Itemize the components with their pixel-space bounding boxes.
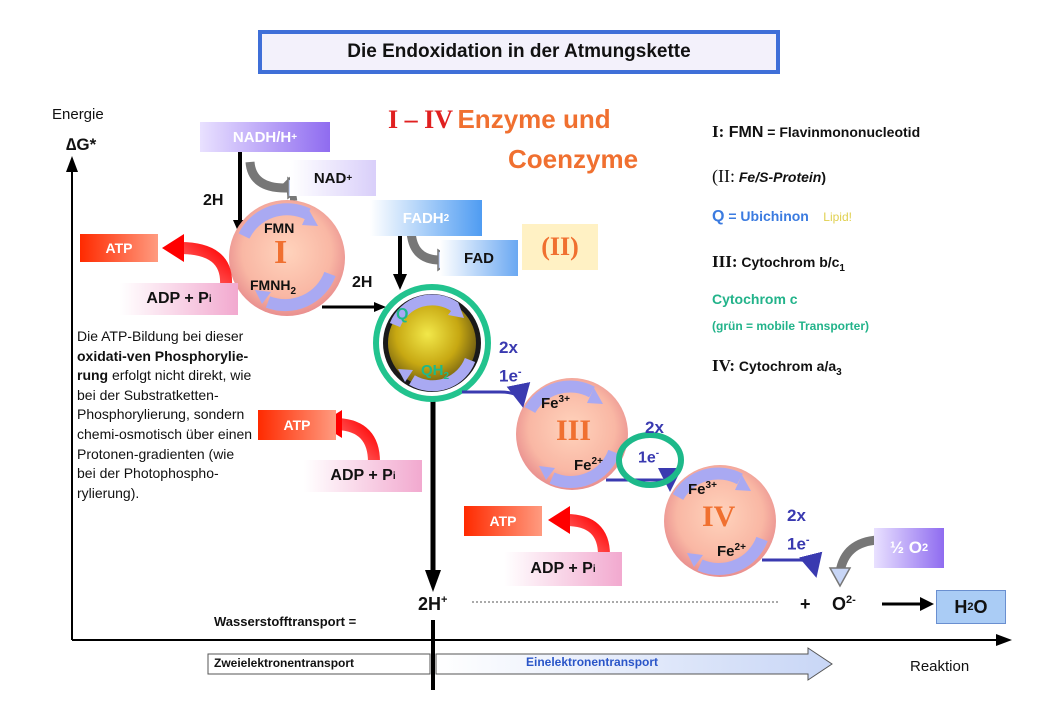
enzymes-heading: I – IV Enzyme und: [388, 104, 668, 135]
atp-explanation-note: Die ATP-Bildung bei dieser oxidati-ven P…: [77, 328, 253, 501]
nad-release-arrow: [245, 161, 298, 201]
heading-roman: I – IV: [388, 105, 454, 134]
atp-arc-3: [565, 514, 610, 556]
complex-iii-fe3: Fe3+: [541, 394, 570, 412]
atp-arc-1-head: [162, 234, 184, 262]
cytochrome-c-ring: [616, 432, 684, 488]
heading-line1: Enzyme und: [457, 104, 611, 134]
two-h-plus-label: 2H+: [418, 594, 448, 614]
fmn-label: FMN: [264, 220, 295, 236]
legend-q: Q = Ubichinon Lipid!: [712, 208, 852, 225]
e-transfer-1-electron: 1e-: [499, 366, 522, 386]
nadh-2h-label: 2H: [203, 192, 224, 209]
e-transfer-q-to-iii: [462, 381, 531, 408]
two-electron-transport-label: Zweielektronentransport: [214, 656, 355, 670]
complex-iv-fe3: Fe3+: [688, 480, 717, 498]
nad-box: NAD+: [290, 160, 376, 196]
fad-box: FAD: [440, 240, 518, 276]
atp-arc-2: [337, 418, 380, 463]
atp-box-1: ATP: [80, 234, 158, 262]
o2-input-arrowhead: [828, 567, 852, 588]
atp-box-2: ATP: [258, 410, 336, 440]
atp-arc-3-head: [548, 506, 570, 534]
one-electron-transport-label: Einelektronentransport: [526, 655, 659, 669]
y-axis-delta-g: ∆G*: [66, 135, 97, 154]
complex-iv: [664, 465, 776, 577]
fmnh2-label: FMNH2: [250, 277, 296, 297]
hydrogen-transport-label: Wasserstofftransport =: [214, 614, 357, 629]
e-transfer-2-count: 2x: [645, 418, 664, 437]
legend-cytochrome-c: Cytochrom c: [712, 291, 798, 307]
e-transfer-3-count: 2x: [787, 506, 806, 525]
complex-i-roman: I: [274, 234, 288, 271]
atp-arc-1: [179, 242, 233, 286]
atp-box-3: ATP: [464, 506, 542, 536]
plus-sign: +: [800, 594, 811, 614]
fmnh2-to-q-arrowhead: [374, 302, 386, 312]
o2-input-arrow: [835, 535, 879, 573]
e-transfer-iv-to-o2: [762, 551, 823, 578]
complex-i: [229, 200, 345, 316]
complex-iv-roman: IV: [702, 500, 736, 533]
hydrogen-transport-arrowhead: [425, 570, 441, 592]
complex-iii-roman: III: [556, 414, 592, 447]
q-label: Q: [396, 306, 409, 323]
fadh-2h-arrowhead: [393, 274, 407, 290]
y-axis-arrowhead: [66, 156, 78, 172]
complex-iii: [516, 378, 628, 490]
diagram-title: Die Endoxidation in der Atmungskette: [258, 30, 780, 74]
legend-mobile-note: (grün = mobile Transporter): [712, 319, 870, 333]
ubiquinone-q: [373, 284, 491, 402]
legend-i: I: FMN = Flavinmononucleotid: [712, 122, 921, 141]
legend-ii: (II: Fe/S-Protein): [712, 166, 827, 186]
legend-iii: III: Cytochrom b/c1: [712, 252, 845, 274]
o2-minus-label: O2-: [832, 594, 856, 614]
e-transfer-2-electron: 1e-: [638, 448, 660, 467]
heading-line2: Coenzyme: [508, 144, 639, 174]
two-electron-transport-arrow: [207, 653, 431, 675]
x-axis-arrowhead: [996, 634, 1012, 646]
y-axis-label: Energie: [52, 106, 104, 123]
complex-ii-box: (II): [522, 224, 598, 270]
complex-iii-fe2: Fe2+: [574, 456, 603, 474]
nadh-box: NADH/H+: [200, 122, 330, 152]
qh2-label: QH2: [421, 362, 450, 382]
x-axis-label: Reaktion: [910, 658, 970, 675]
e-transfer-1-count: 2x: [499, 338, 518, 357]
fadh-2h-label: 2H: [352, 274, 373, 291]
complex-iv-fe2: Fe2+: [717, 542, 746, 560]
legend-iv: IV: Cytochrom a/a3: [712, 356, 842, 378]
o2-to-h2o-arrowhead: [920, 597, 934, 611]
e-transfer-3-electron: 1e-: [787, 534, 810, 554]
one-electron-transport-arrow: [435, 647, 833, 681]
